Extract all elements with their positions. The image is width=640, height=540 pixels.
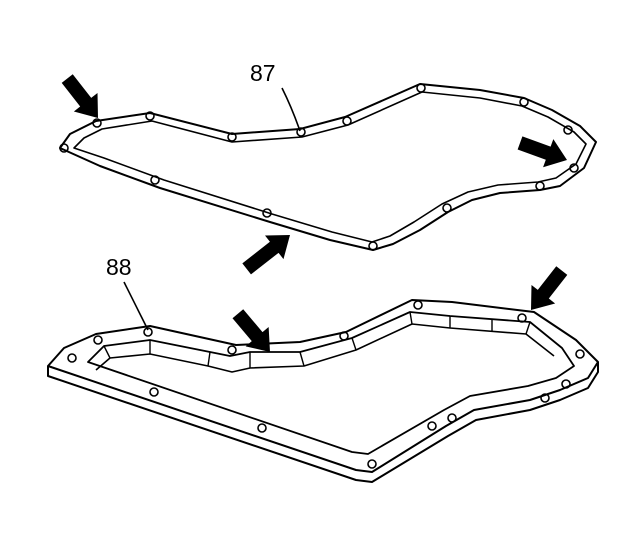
upper-gasket-bolt-holes [59, 83, 579, 251]
arrows [61, 74, 568, 352]
leader-line-87 [281, 87, 301, 132]
upper-gasket-outer-edge [59, 83, 597, 251]
lower-cover-inner-wall [95, 323, 555, 373]
arrow-lower-right [531, 266, 568, 310]
upper-gasket-inner-edge [73, 91, 587, 243]
callout-label-88: 88 [106, 254, 132, 280]
lower-cover-outer-edge [47, 299, 599, 473]
arrow-upper-right [517, 136, 567, 168]
arrow-lower-middle [232, 309, 270, 352]
lower-cover [47, 299, 599, 483]
lower-cover-flange-side [47, 362, 599, 483]
lower-cover-bolt-holes [67, 300, 585, 469]
leader-line-88 [123, 281, 149, 331]
callout-label-87: 87 [250, 60, 276, 86]
upper-gasket [59, 83, 597, 251]
arrow-upper-left [61, 74, 98, 118]
lower-cover-wall-ribs [103, 311, 531, 368]
arrow-center-up [242, 235, 290, 275]
lower-cover-inner-rim [87, 311, 575, 455]
